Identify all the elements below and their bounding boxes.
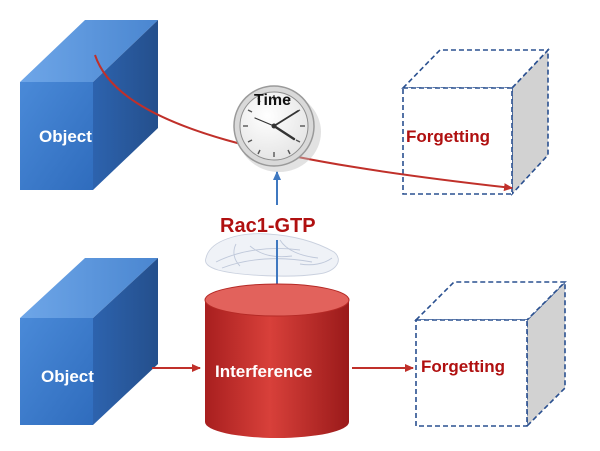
time-label: Time (254, 92, 291, 109)
interference-cylinder (204, 283, 350, 438)
bottom-object-cube-side (93, 258, 158, 425)
bottom-object-label: Object (41, 367, 94, 386)
bottom-object-cube (20, 258, 158, 425)
bottom-forgetting-cube (414, 280, 567, 428)
bottom-forgetting-cube-top (414, 281, 567, 321)
top-forgetting-cube (401, 47, 550, 197)
bottom-forgetting-cube-front (415, 319, 528, 427)
top-object-cube-top (20, 20, 158, 82)
top-object-cube-front (20, 82, 93, 190)
bottom-forgetting-label: Forgetting (421, 357, 505, 376)
top-forgetting-label: Forgetting (406, 127, 490, 146)
interference-cylinder-top (204, 283, 350, 317)
interference-cylinder-body (205, 300, 349, 438)
brain-sketch-icon (205, 233, 339, 277)
interference-label: Interference (215, 362, 312, 381)
top-object-label: Object (39, 127, 92, 146)
clock-icon (233, 85, 321, 172)
decay-curve-arrow (94, 54, 513, 192)
top-forgetting-cube-front (402, 87, 513, 195)
rac1-gtp-label: Rac1-GTP (220, 215, 316, 237)
bottom-object-cube-front (20, 318, 93, 425)
bottom-object-cube-top (20, 258, 158, 318)
top-object-cube (20, 20, 158, 190)
top-object-cube-side (93, 20, 158, 190)
